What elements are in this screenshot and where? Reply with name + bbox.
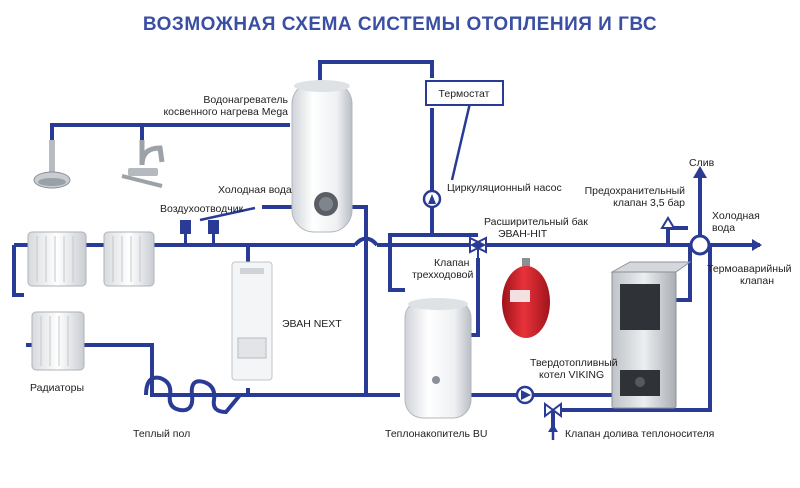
pipe-crossover	[353, 236, 379, 247]
label-drain: Слив	[689, 157, 715, 169]
coil-return-pipe	[352, 205, 368, 395]
safety-valve-pipe	[666, 226, 688, 245]
hot-water-pipe	[50, 123, 290, 187]
label-radiators: Радиаторы	[30, 382, 84, 394]
page-title: ВОЗМОЖНАЯ СХЕМА СИСТЕМЫ ОТОПЛЕНИЯ И ГВС	[143, 14, 657, 35]
label-thermo-valve-2: клапан	[740, 275, 774, 287]
expansion-tank	[502, 258, 550, 338]
air-vent-icon	[180, 220, 219, 245]
water-tap-icon	[121, 140, 165, 188]
radiator-top-right	[103, 231, 155, 287]
label-water-heater-1: Водонагреватель	[203, 94, 288, 106]
label-expansion-tank-1: Расширительный бак	[484, 216, 588, 228]
label-safety-valve-2: клапан 3,5 бар	[613, 197, 685, 209]
indirect-water-heater	[291, 80, 353, 233]
solid-fuel-boiler	[610, 261, 692, 409]
label-heat-storage: Теплонакопитель BU	[385, 428, 487, 440]
floor-heating-coil	[144, 375, 242, 415]
label-evan-next: ЭВАН NEXT	[282, 318, 342, 330]
label-refill-valve: Клапан долива теплоносителя	[565, 428, 714, 440]
air-vent-pointer	[199, 206, 256, 222]
thermostat-wire	[450, 102, 472, 181]
three-way-valve-icon	[469, 236, 487, 260]
label-circ-pump: Циркуляционный насос	[447, 182, 562, 194]
return-line-left	[26, 343, 240, 397]
heat-storage-tank	[404, 298, 472, 419]
label-thermo-valve-1: Термоаварийный	[707, 263, 792, 275]
refill-valve-icon	[544, 402, 562, 440]
label-water-heater-2: косвенного нагрева Mega	[163, 106, 288, 118]
thermostat-box	[425, 80, 504, 106]
boiler-pump-icon	[515, 385, 535, 405]
thermostat-pipe	[318, 60, 434, 87]
label-cold-water: Холодная вода	[218, 184, 292, 196]
storage-supply-pipe	[388, 233, 432, 292]
label-cold-water-right-1: Холодная	[712, 210, 760, 222]
safety-valve-icon	[660, 216, 676, 229]
thermo-valve-icon	[689, 234, 711, 256]
radiator-bottom	[31, 311, 85, 371]
label-safety-valve-1: Предохранительный	[585, 185, 686, 197]
label-cold-water-right-2: вода	[712, 222, 735, 234]
cold-water-arrow-icon	[752, 239, 762, 251]
label-floor-heating: Теплый пол	[133, 428, 190, 440]
drain-arrow-icon	[693, 166, 707, 178]
labels: Водонагреватель косвенного нагрева Mega …	[30, 94, 792, 440]
label-expansion-tank-2: ЭВАН-HIT	[498, 228, 548, 240]
shower-head-icon	[33, 140, 71, 189]
label-solid-fuel-1: Твердотопливный	[530, 357, 618, 369]
radiator-riser	[12, 245, 24, 297]
label-three-way-1: Клапан	[434, 257, 470, 269]
label-air-vent: Воздухоотводчик	[160, 203, 244, 215]
radiator-top-left	[27, 231, 87, 287]
label-solid-fuel-2: котел VIKING	[539, 369, 604, 381]
circulation-pump-icon	[422, 189, 442, 209]
evan-next-boiler	[231, 261, 273, 381]
label-three-way-2: трехходовой	[412, 269, 474, 281]
thermostat-label: Термостат	[439, 88, 490, 100]
thermo-valve-loop	[560, 245, 712, 412]
